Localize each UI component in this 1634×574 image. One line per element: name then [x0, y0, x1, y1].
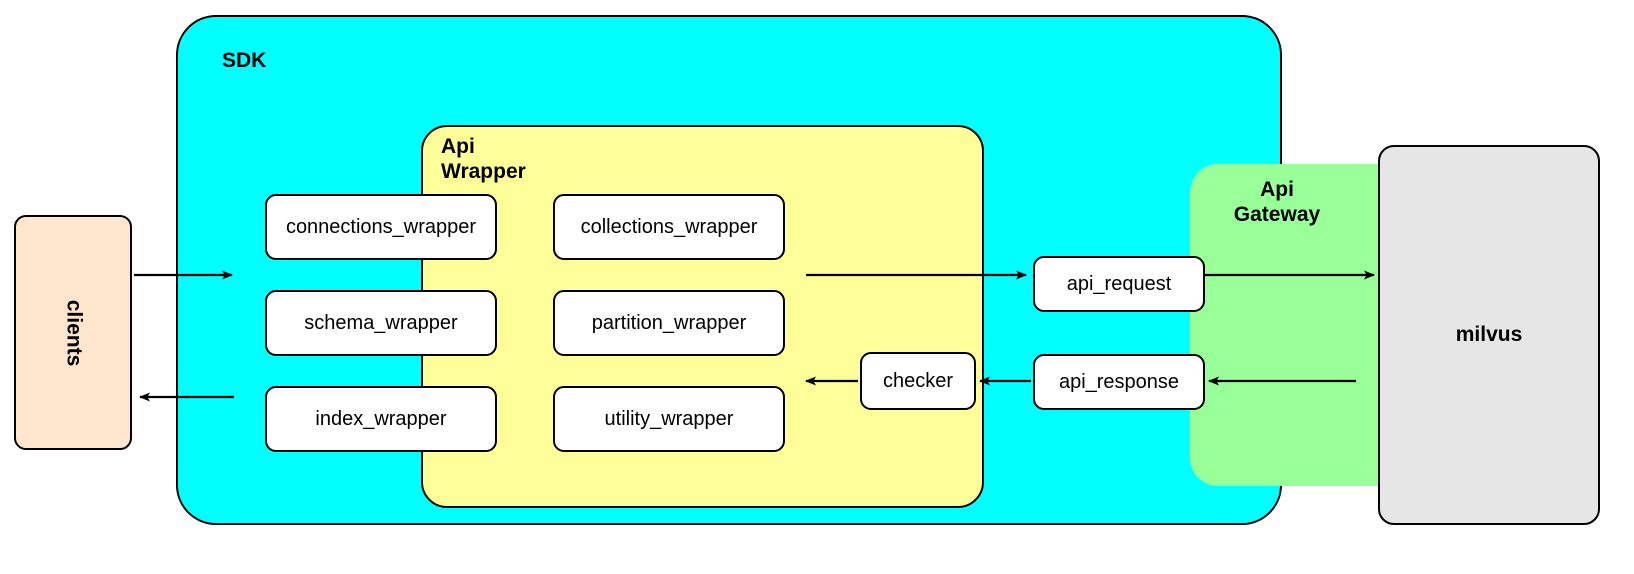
module-schema-wrapper[interactable]: schema_wrapper [265, 290, 497, 356]
milvus-node[interactable]: milvus [1378, 145, 1600, 525]
api-gateway-label: Api Gateway [1233, 178, 1321, 226]
module-utility-wrapper[interactable]: utility_wrapper [553, 386, 785, 452]
sdk-label: SDK [222, 49, 267, 72]
module-connections-wrapper[interactable]: connections_wrapper [265, 194, 497, 260]
module-collections-wrapper[interactable]: collections_wrapper [553, 194, 785, 260]
clients-node[interactable]: clients [14, 215, 132, 450]
module-partition-wrapper[interactable]: partition_wrapper [553, 290, 785, 356]
api-wrapper-label: Api Wrapper [441, 135, 526, 183]
milvus-label: milvus [1455, 323, 1523, 346]
api-response-node[interactable]: api_response [1033, 354, 1205, 410]
api-request-node[interactable]: api_request [1033, 256, 1205, 312]
clients-label: clients [62, 299, 85, 366]
checker-node[interactable]: checker [860, 352, 976, 410]
module-index-wrapper[interactable]: index_wrapper [265, 386, 497, 452]
